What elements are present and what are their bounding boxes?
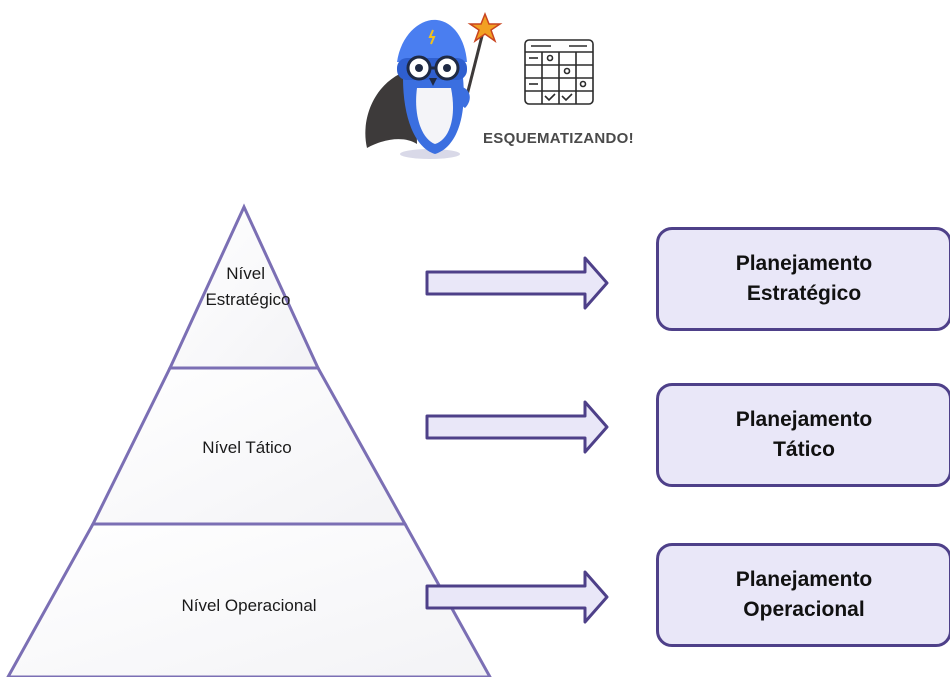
plan-box-strategic: Planejamento Estratégico (656, 227, 950, 331)
pyramid-tier-operational (6, 522, 492, 677)
plan-box-operational: Planejamento Operacional (656, 543, 950, 647)
header-banner: ESQUEMATIZANDO! (355, 8, 655, 168)
brand-caption: ESQUEMATIZANDO! (483, 130, 634, 147)
arrow-to-operational-plan (425, 570, 609, 624)
plan-box-operational-line2: Operacional (743, 598, 865, 621)
pyramid-tier-strategic (167, 203, 321, 370)
plan-box-strategic-line1: Planejamento (735, 252, 873, 275)
tier-label-tactical: Nível Tático (202, 438, 291, 457)
plan-box-tactical-line1: Planejamento (735, 408, 873, 431)
wizard-owl-icon (365, 11, 503, 159)
plan-box-strategic-line2: Estratégico (746, 282, 862, 305)
plan-box-tactical-line2: Tático (773, 438, 835, 461)
tier-label-strategic: Nível Estratégico (205, 264, 290, 309)
tier-label-operational: Nível Operacional (181, 596, 316, 615)
plan-box-tactical: Planejamento Tático (656, 383, 950, 487)
arrow-to-tactical-plan (425, 400, 609, 454)
arrow-to-strategic-plan (425, 256, 609, 310)
brand-illustration (365, 11, 594, 159)
calendar-grid-icon (524, 39, 594, 105)
plan-box-operational-line1: Planejamento (735, 568, 873, 591)
